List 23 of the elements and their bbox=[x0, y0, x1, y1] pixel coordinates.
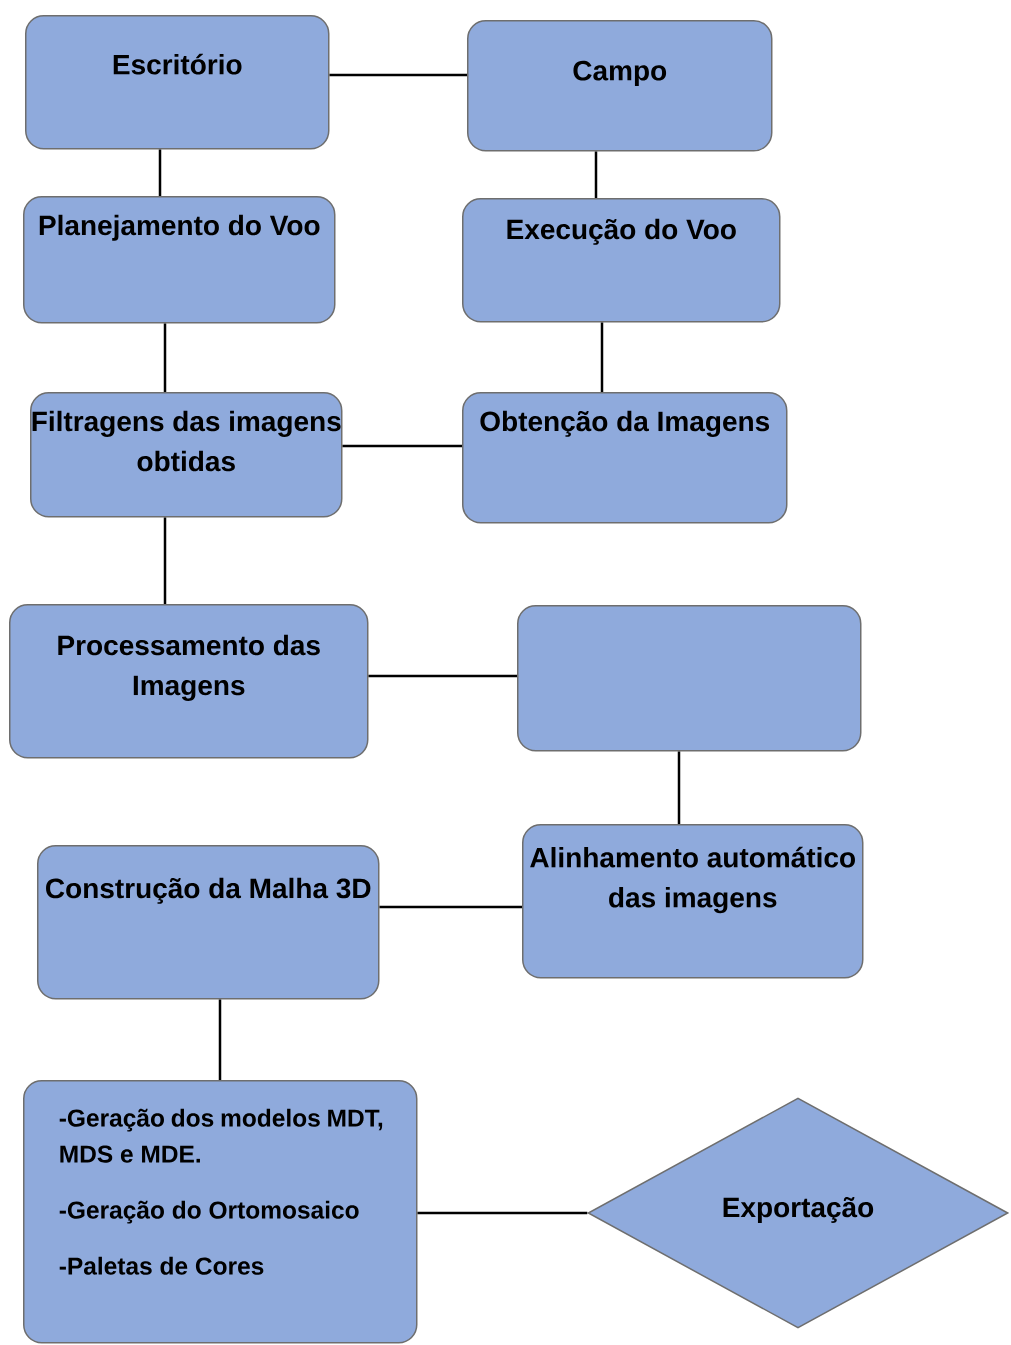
process-box: Planejamento do Voo bbox=[23, 196, 336, 324]
connector-line bbox=[218, 999, 222, 1080]
process-box: Filtragens das imagens obtidas bbox=[30, 392, 343, 518]
process-box: Execução do Voo bbox=[462, 198, 781, 323]
process-box: Campo bbox=[467, 20, 773, 152]
connector-line bbox=[417, 1211, 588, 1215]
connector-line bbox=[163, 517, 167, 604]
connector-line bbox=[677, 751, 681, 824]
process-box: -Geração dos modelos MDT, MDS e MDE. -Geração do Ortomosaico -Paletas de Cores bbox=[23, 1080, 418, 1344]
connector-line bbox=[368, 674, 517, 678]
process-box: Escritório bbox=[25, 15, 330, 150]
connector-line bbox=[342, 444, 462, 448]
connector-line bbox=[329, 73, 467, 77]
connector-line bbox=[379, 905, 522, 909]
process-box bbox=[517, 605, 862, 752]
process-box: Processamento das Imagens bbox=[9, 604, 369, 759]
connector-line bbox=[158, 149, 162, 196]
connector-line bbox=[600, 322, 604, 392]
connector-line bbox=[594, 151, 598, 198]
process-box: Obtenção da Imagens bbox=[462, 392, 788, 524]
process-box: Alinhamento automático das imagens bbox=[522, 824, 864, 979]
process-box: Construção da Malha 3D bbox=[37, 845, 380, 1000]
connector-line bbox=[163, 323, 167, 392]
